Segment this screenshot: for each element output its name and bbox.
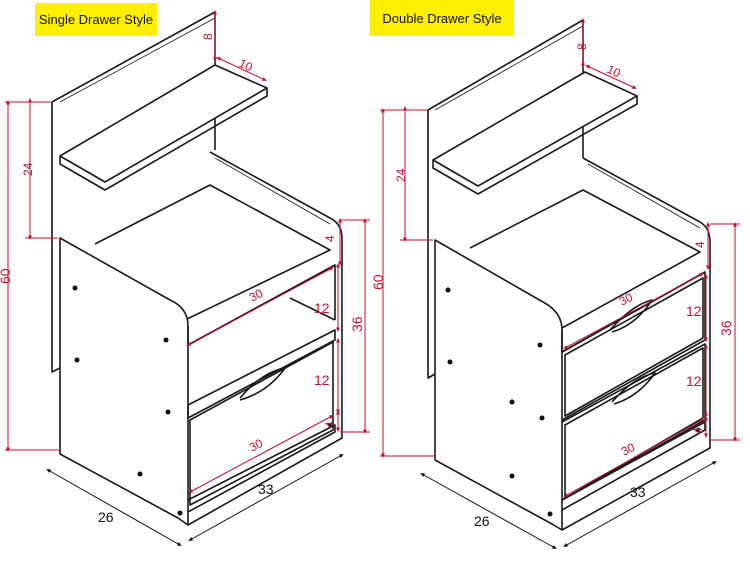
double-drawer2: 12	[686, 373, 702, 389]
single-bottom-thickness: 4	[323, 421, 337, 428]
single-depth: 26	[98, 509, 114, 525]
double-shelf-depth: 10	[605, 62, 623, 80]
double-total-height: 60	[370, 274, 386, 290]
single-body-height: 36	[349, 316, 365, 332]
double-upper-gap: 24	[394, 168, 408, 182]
double-width-inner-bottom: 30	[619, 440, 638, 459]
double-width-inner-top: 30	[617, 290, 636, 309]
single-width-inner-top: 30	[247, 286, 266, 305]
single-drawer-outer-dims	[46, 454, 344, 546]
title-double-drawer: Double Drawer Style	[370, 0, 514, 36]
double-bottom-thickness: 4	[691, 427, 705, 434]
single-drawer-furniture	[51, 11, 343, 526]
single-width: 33	[258, 481, 274, 497]
single-drawer-dimension-lines	[5, 10, 370, 493]
double-shelf-height: 8	[575, 43, 589, 50]
single-shelf-height: 8	[201, 33, 215, 40]
double-drawer1: 12	[686, 303, 702, 319]
double-depth: 26	[474, 513, 490, 529]
single-width-inner-bottom: 30	[247, 436, 266, 455]
title-single-drawer: Single Drawer Style	[35, 3, 157, 36]
single-compartment: 12	[314, 300, 330, 316]
single-top-thickness: 4	[323, 235, 337, 242]
single-shelf-depth: 10	[237, 56, 255, 74]
double-width: 33	[630, 484, 646, 500]
double-drawer-outer-dims	[420, 461, 717, 549]
single-upper-gap: 24	[21, 162, 35, 176]
single-total-height: 60	[0, 268, 13, 284]
double-top-thickness: 4	[693, 241, 707, 248]
double-drawer-furniture	[427, 19, 711, 531]
double-body-height: 36	[718, 320, 734, 336]
single-drawer: 12	[314, 372, 330, 388]
